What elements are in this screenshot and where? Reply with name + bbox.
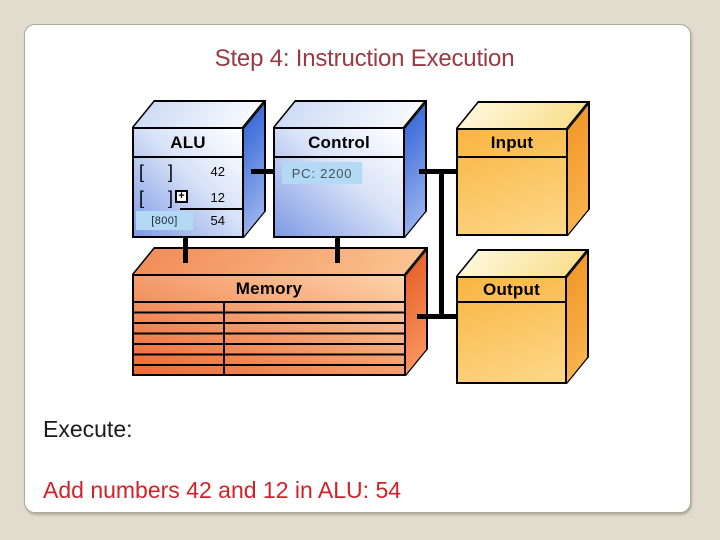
bracket-open: [	[139, 188, 145, 208]
memory-box: Memory	[132, 247, 429, 376]
memory-column-divider	[223, 303, 225, 374]
control-box: Control PC: 2200	[273, 100, 428, 239]
bracket-open: [	[139, 162, 145, 182]
input-label: Input	[458, 130, 566, 158]
result-text: Add numbers 42 and 12 in ALU: 54	[43, 477, 402, 503]
output-box-front-face: Output	[456, 276, 567, 384]
alu-register-2: [ ] 12	[134, 188, 242, 208]
alu-box: ALU [ ] 42 [ ] 12 + [800] 54	[132, 100, 267, 239]
alu-operand-2: 12	[210, 190, 225, 205]
execute-label: Execute:	[43, 416, 133, 442]
control-box-top-face	[273, 100, 428, 127]
alu-box-front-face: ALU [ ] 42 [ ] 12 + [800] 54	[132, 127, 244, 238]
program-counter-value: PC: 2200	[282, 162, 362, 184]
connector-memory-output	[417, 314, 458, 319]
alu-operand-1: 42	[210, 164, 225, 179]
memory-box-front-face: Memory	[132, 274, 406, 376]
alu-result-value: 54	[210, 213, 225, 228]
output-label: Output	[458, 278, 565, 303]
alu-register-1: [ ] 42	[134, 162, 242, 182]
plus-icon: +	[175, 190, 188, 203]
input-box-front-face: Input	[456, 128, 568, 236]
control-label: Control	[275, 129, 403, 158]
control-box-front-face: Control PC: 2200	[273, 127, 405, 238]
connector-control-memory	[335, 236, 340, 263]
memory-cell-rows	[134, 303, 404, 374]
output-box: Output	[456, 249, 590, 384]
bracket-close: ]	[168, 162, 174, 182]
presentation-slide: Step 4: Instruction Execution ALU [ ] 42…	[24, 24, 691, 513]
connector-vertical-bus	[439, 169, 444, 319]
alu-label: ALU	[134, 129, 242, 158]
bracket-close: ]	[168, 188, 174, 208]
memory-box-top-face	[132, 247, 429, 274]
connector-alu-memory	[183, 236, 188, 263]
connector-alu-control	[251, 169, 275, 174]
alu-result-address: [800]	[136, 211, 193, 230]
memory-label: Memory	[134, 276, 404, 303]
sum-line	[180, 208, 242, 210]
connector-control-input	[419, 169, 458, 174]
input-box: Input	[456, 101, 591, 237]
slide-title: Step 4: Instruction Execution	[214, 45, 515, 72]
